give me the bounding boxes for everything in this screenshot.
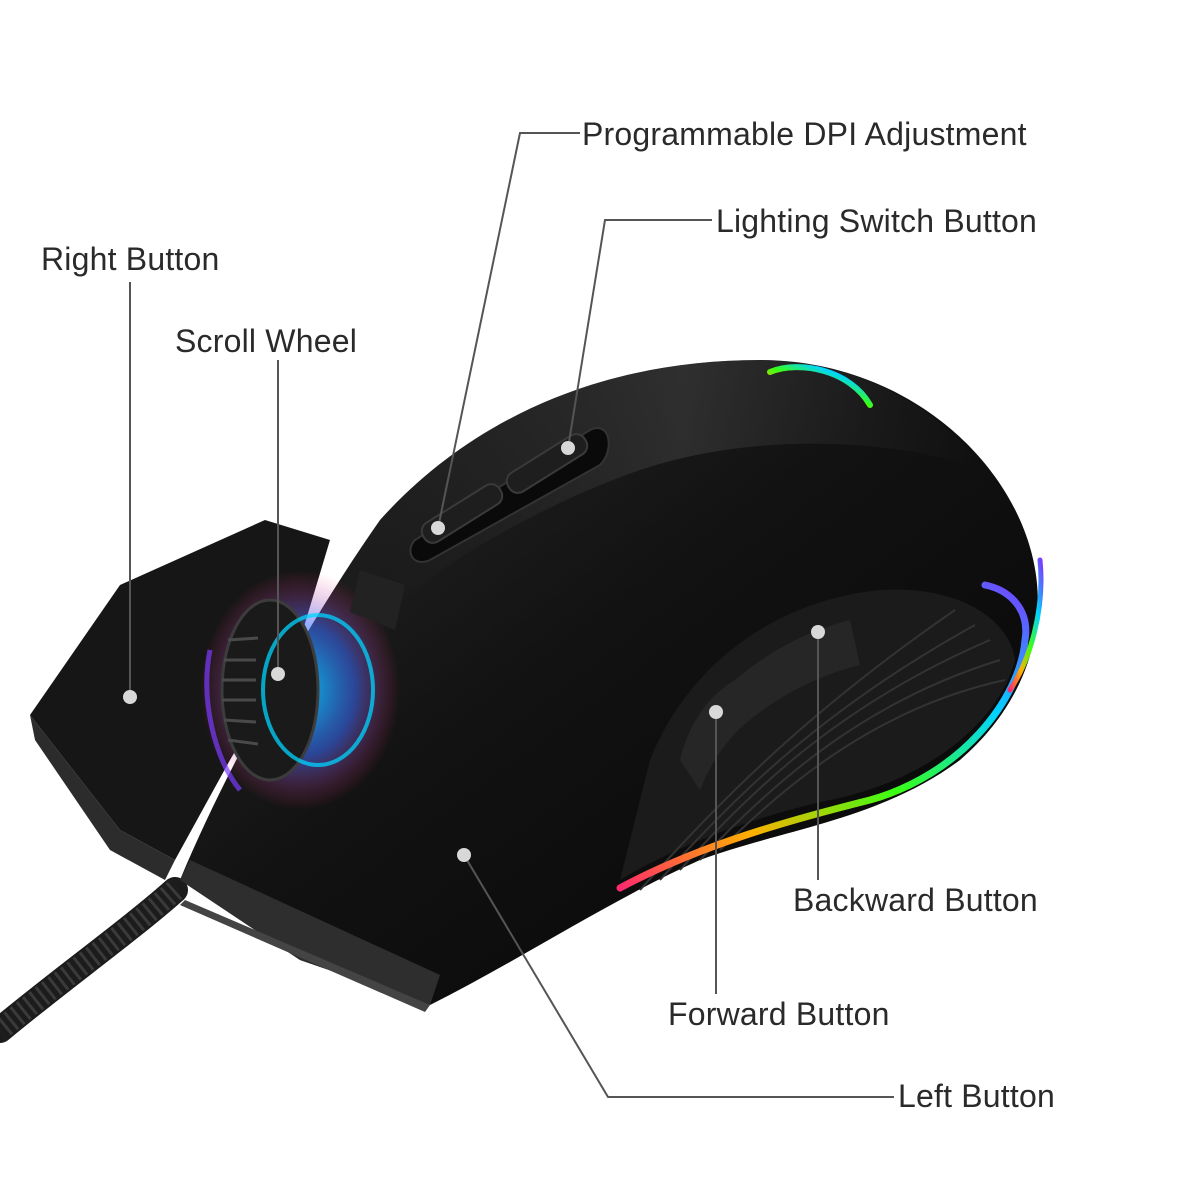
label-dpi-adjustment: Programmable DPI Adjustment [582, 116, 1027, 152]
leader-lines [129, 132, 894, 1098]
marker-backward [811, 625, 825, 639]
label-right-button: Right Button [41, 241, 220, 277]
logo-rgb-ring [767, 364, 873, 408]
label-lighting-switch: Lighting Switch Button [716, 203, 1038, 239]
label-left-button: Left Button [898, 1078, 1055, 1114]
rgb-side-strip [616, 581, 1030, 892]
label-forward-button: Forward Button [668, 996, 890, 1032]
marker-lighting [561, 441, 575, 455]
marker-right-button [123, 690, 137, 704]
label-backward-button: Backward Button [793, 882, 1038, 918]
backward-button-shape [735, 620, 860, 720]
leader-line-dpi [437, 132, 580, 529]
leader-line-lighting [567, 219, 712, 449]
marker-left-button [457, 848, 471, 862]
left-button-lip [180, 860, 440, 1005]
marker-forward [709, 705, 723, 719]
leader-line-left-button [463, 854, 894, 1098]
scroll-wheel [220, 598, 320, 782]
marker-dots [123, 441, 825, 862]
marker-dpi [431, 521, 445, 535]
label-scroll-wheel: Scroll Wheel [175, 323, 358, 359]
marker-scroll-wheel [271, 667, 285, 681]
